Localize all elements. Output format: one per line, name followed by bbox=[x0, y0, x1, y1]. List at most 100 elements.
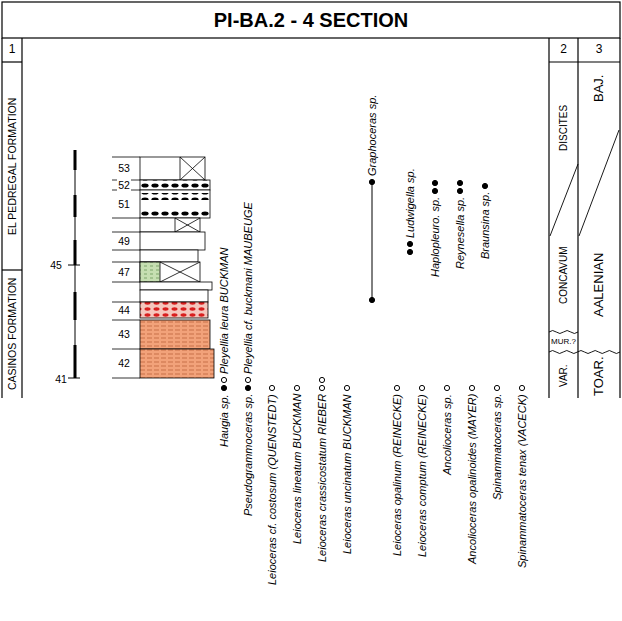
filled-occurrence-dot bbox=[245, 385, 250, 390]
taxon-name: Ancolioceras opalinoides (MAYER) bbox=[466, 394, 479, 564]
open-occurrence-dot bbox=[419, 385, 424, 390]
taxon-name: Leioceras opalinum (REINECKE) bbox=[391, 394, 404, 556]
open-occurrence-dot bbox=[319, 385, 324, 390]
taxon-name: Ancolioceras sp. bbox=[441, 394, 454, 475]
stage-name: TOAR. bbox=[592, 356, 607, 396]
taxon-name: Pseudogrammoceras sp. bbox=[242, 394, 255, 516]
taxon-name: Spinammatoceras tenax (VACECK) bbox=[516, 394, 529, 568]
header-line bbox=[549, 61, 620, 62]
taxon-name: Graphoceras sp. bbox=[366, 95, 379, 176]
open-occurrence-dot bbox=[519, 385, 524, 390]
bed-line bbox=[112, 262, 140, 263]
unconformity-line bbox=[549, 331, 578, 334]
cross-symbol bbox=[180, 157, 205, 180]
zone-boundary bbox=[550, 164, 578, 236]
scale-segment bbox=[74, 150, 77, 170]
filled-occurrence-dot bbox=[482, 183, 487, 188]
header-line bbox=[2, 61, 22, 62]
zone-name: MUR.? bbox=[551, 337, 576, 346]
range-line bbox=[372, 182, 373, 300]
lithology-column bbox=[140, 157, 214, 378]
bed bbox=[140, 302, 208, 318]
filled-occurrence-dot bbox=[432, 188, 437, 193]
filled-occurrence-dot bbox=[369, 297, 374, 302]
bed-boundaries bbox=[112, 157, 140, 378]
taxon-name: Haplopleuro. sp. bbox=[429, 197, 442, 277]
filled-occurrence-dot bbox=[407, 241, 412, 246]
bed-line bbox=[112, 378, 140, 379]
open-occurrence-dot bbox=[444, 385, 449, 390]
taxon-name: Ludwigella sp. bbox=[404, 168, 417, 238]
scale-line bbox=[75, 150, 76, 378]
open-occurrence-dot bbox=[469, 385, 474, 390]
open-occurrence-dot bbox=[294, 385, 299, 390]
bed-line bbox=[112, 157, 140, 158]
filled-occurrence-dot bbox=[432, 180, 437, 185]
taxon-name: Reynesella sp. bbox=[454, 197, 467, 269]
open-occurrence-dot bbox=[245, 377, 250, 382]
column-number: 2 bbox=[560, 43, 567, 57]
scale-tick bbox=[68, 265, 80, 266]
open-occurrence-dot bbox=[269, 385, 274, 390]
scale-segment bbox=[74, 195, 77, 217]
zone-name: DISCITES bbox=[558, 105, 570, 151]
cross-symbol bbox=[175, 218, 200, 232]
bed-number: 49 bbox=[117, 235, 131, 247]
stage-boundary bbox=[579, 130, 619, 236]
bed bbox=[140, 250, 198, 262]
bed-line bbox=[112, 250, 140, 251]
section-title: PI-BA.2 - 4 SECTION bbox=[214, 9, 408, 32]
formation-name: CASINOS FORMATION bbox=[6, 278, 18, 390]
bed-line bbox=[112, 349, 140, 350]
zone-name: VAR. bbox=[558, 365, 570, 388]
unconformity-line bbox=[549, 351, 620, 354]
marl-fill bbox=[140, 262, 160, 282]
bed-number: 47 bbox=[117, 266, 131, 278]
bed-number: 42 bbox=[117, 357, 131, 369]
frame bbox=[2, 2, 620, 398]
bed bbox=[140, 180, 210, 190]
scale-value: 45 bbox=[50, 259, 62, 271]
frame-line bbox=[577, 38, 578, 398]
scale-segment bbox=[74, 240, 77, 265]
zone-name: CONCAVUM bbox=[558, 246, 570, 304]
taxon-name: Braunsina sp. bbox=[479, 192, 492, 259]
scale-segment bbox=[74, 292, 77, 320]
bed-number: 41 bbox=[54, 373, 68, 385]
cross-symbol bbox=[160, 262, 200, 282]
frame-line bbox=[619, 38, 620, 398]
scale-segment bbox=[74, 345, 77, 378]
bed-number: 52 bbox=[117, 179, 131, 191]
bed-number: 43 bbox=[117, 328, 131, 340]
bed bbox=[140, 349, 214, 378]
bed bbox=[140, 290, 208, 302]
column-number: 3 bbox=[596, 43, 603, 57]
formation-boundary bbox=[2, 269, 22, 270]
filled-occurrence-dot bbox=[369, 179, 374, 184]
column-number: 1 bbox=[9, 43, 16, 57]
scale-tick bbox=[68, 378, 80, 379]
bed bbox=[140, 218, 200, 232]
taxon-name: Spinammatoceras sp. bbox=[491, 394, 504, 500]
stage-name: BAJ. bbox=[592, 74, 607, 101]
scale-bar bbox=[68, 150, 80, 378]
title-band bbox=[2, 2, 620, 38]
bed bbox=[140, 232, 205, 250]
bed bbox=[140, 282, 212, 290]
frame-line bbox=[548, 38, 549, 398]
bed bbox=[140, 190, 210, 218]
open-occurrence-dot bbox=[221, 377, 226, 382]
taxon-name: Leioceras lineatum BUCKMAN bbox=[291, 394, 304, 544]
open-occurrence-dot bbox=[344, 385, 349, 390]
pebble-band bbox=[141, 209, 209, 216]
filled-occurrence-dot bbox=[457, 180, 462, 185]
taxon-name: Pleyellia leura BUCKMAN bbox=[218, 247, 231, 374]
open-occurrence-dot bbox=[394, 385, 399, 390]
bed-number: 51 bbox=[117, 198, 131, 210]
bed-line bbox=[112, 320, 140, 321]
bed bbox=[140, 320, 210, 349]
bed-line bbox=[112, 218, 140, 219]
